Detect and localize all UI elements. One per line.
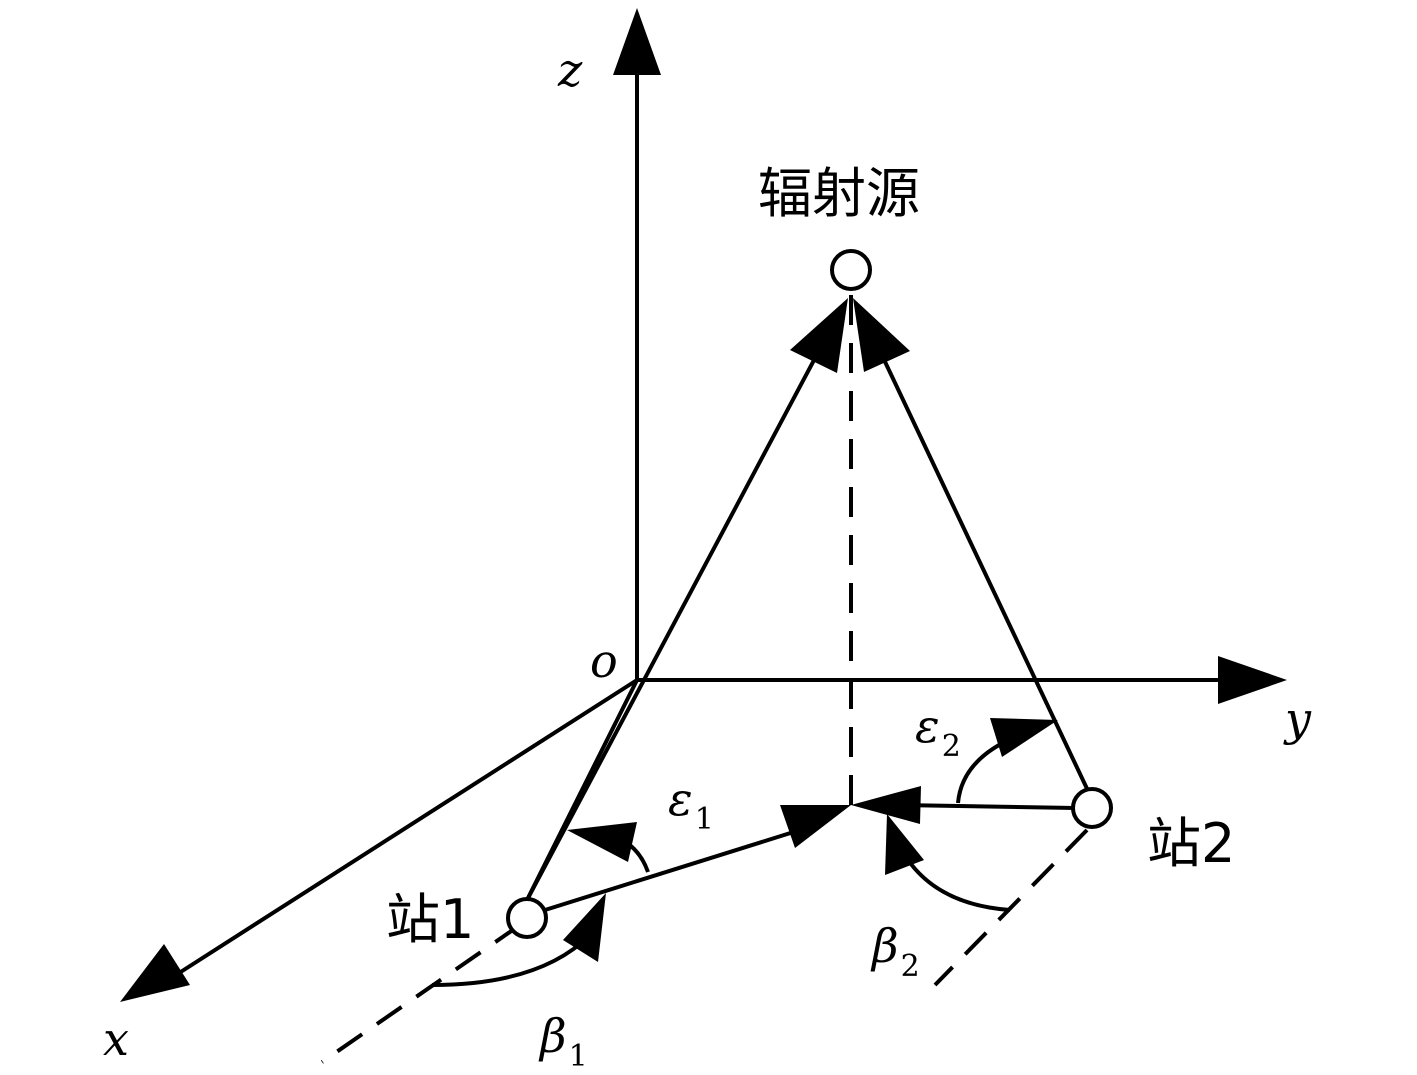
y-axis-label: y [1283,692,1312,746]
origin-label: o [590,634,618,688]
beta2-arc [885,814,1011,912]
radiation-source-node [830,249,872,291]
station1-node [506,897,548,939]
epsilon1-label: ε1 [668,772,714,837]
z-axis [613,8,661,680]
station2-ground-ray [851,786,1076,824]
station2-node [1071,787,1113,829]
station2-reference-line [933,828,1089,987]
station1-reference-line [320,923,522,1064]
beta2-label: β2 [870,919,920,984]
epsilon2-label: ε2 [915,699,961,764]
epsilon2-arc [956,718,1058,804]
station1-ground-ray [544,805,851,912]
x-axis-label: x [103,1012,129,1066]
beta1-arc [431,893,606,987]
station2-to-source-ray [853,298,1092,796]
station1-to-source-ray [525,298,848,901]
beta1-label: β1 [538,1009,588,1074]
station2-label: 站2 [1147,812,1235,875]
z-axis-label: z [557,43,583,97]
y-axis [637,656,1287,704]
x-axis [120,678,639,1002]
station1-label: 站1 [386,888,474,951]
epsilon1-arc [567,822,650,873]
radiation-source-label: 辐射源 [758,162,920,225]
